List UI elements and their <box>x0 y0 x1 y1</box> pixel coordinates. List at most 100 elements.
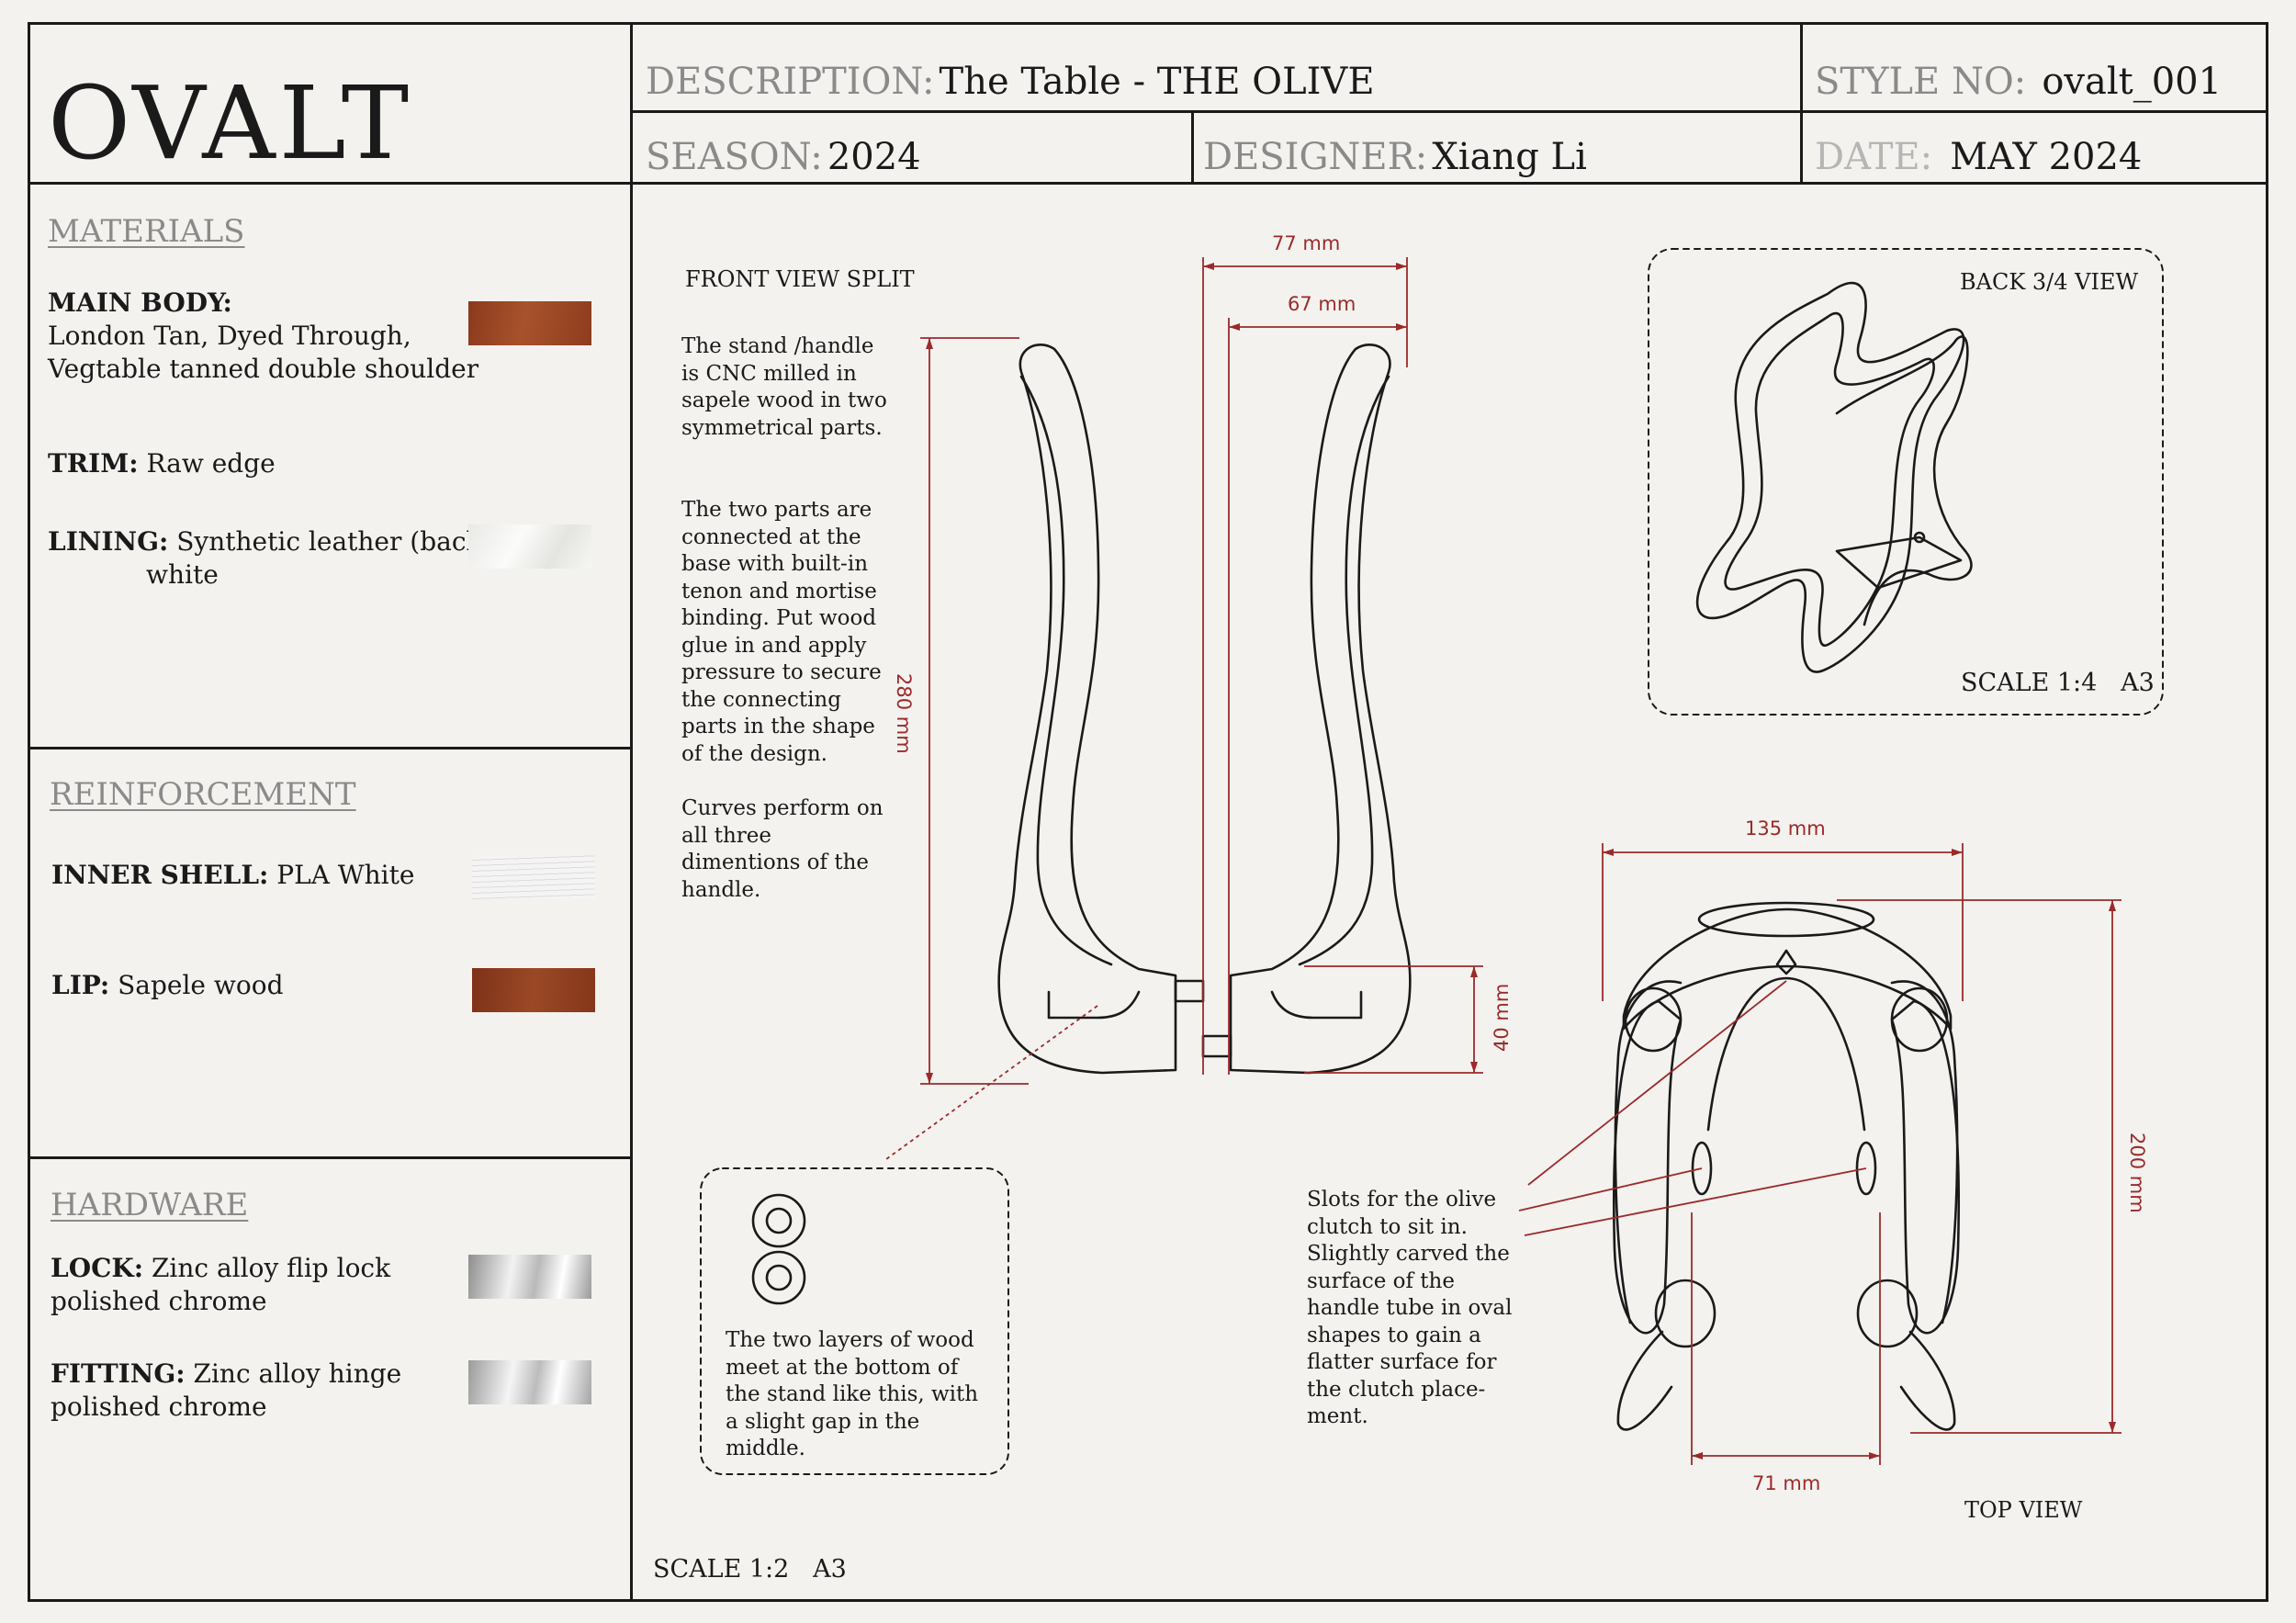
reinforcement-title: REINFORCEMENT <box>50 776 356 813</box>
inner-shell-swatch <box>472 855 595 899</box>
top-view-title: TOP VIEW <box>1964 1497 2083 1523</box>
dim-135-label: 135 mm <box>1745 817 1826 840</box>
dim-40-label: 40 mm <box>1491 984 1513 1052</box>
back-scale: SCALE 1:4 A3 <box>1961 669 2155 697</box>
dim-71-label: 71 mm <box>1752 1472 1820 1494</box>
inner-shell-value: PLA White <box>276 860 415 890</box>
description-field: DESCRIPTION: The Table - THE OLIVE <box>646 61 1375 103</box>
sidebar-divider <box>630 22 633 1602</box>
top-view-cap <box>1697 901 1875 938</box>
front-left-inner-edge <box>1019 375 1113 966</box>
detail-ring-inner-2 <box>765 1264 793 1291</box>
front-note-3: Curves perform on all three dimentions o… <box>681 796 884 902</box>
top-view-foot-left <box>1616 1330 1673 1431</box>
top-view-left-arm-outer <box>1614 980 1683 1324</box>
top-view-knob-right <box>1890 986 1949 1053</box>
header-divider <box>28 182 2268 185</box>
front-note-1: The stand /handle is CNC milled in sapel… <box>681 334 887 440</box>
detail-ring-inner-1 <box>765 1207 793 1234</box>
top-view-slot-left <box>1691 1141 1713 1196</box>
brand-logo: OVALT <box>48 64 413 182</box>
front-note-2: The two parts are connected at the base … <box>681 498 882 766</box>
designer-value: Xiang Li <box>1432 136 1587 178</box>
back-view-base <box>1835 535 1963 590</box>
main-body-label: MAIN BODY: <box>48 287 232 318</box>
back-view-loop-outer <box>1695 281 1965 673</box>
lock-label: LOCK: <box>51 1253 144 1283</box>
style-label: STYLE NO: <box>1815 61 2027 103</box>
front-right-inner-edge <box>1298 375 1390 966</box>
date-label: DATE: <box>1815 136 1933 178</box>
lining-spec: LINING: Synthetic leather (back) white <box>48 525 491 592</box>
main-body-spec: MAIN BODY: London Tan, Dyed Through, Veg… <box>48 287 478 386</box>
lip-swatch <box>472 968 595 1012</box>
lip-label: LIP: <box>51 970 110 1000</box>
front-left-base-tab <box>1047 990 1141 1020</box>
lining-value: Synthetic leather (back) <box>176 526 492 557</box>
top-view-note: Slots for the olive clutch to sit in. Sl… <box>1307 1188 1513 1428</box>
sidebar-divider-2 <box>28 1156 632 1159</box>
detail-ring-outer-1 <box>751 1193 806 1248</box>
top-view-slot-right <box>1855 1141 1877 1196</box>
slot-leader-1 <box>1527 980 1787 1186</box>
date-field: DATE: MAY 2024 <box>1815 136 2142 178</box>
slot-leader-2 <box>1518 1167 1703 1212</box>
header-col-divider <box>1800 22 1803 184</box>
materials-title: MATERIALS <box>48 213 245 250</box>
sheet-frame <box>28 22 2268 1602</box>
sidebar-divider-1 <box>28 747 632 750</box>
lining-swatch <box>468 524 591 569</box>
main-body-swatch <box>468 301 591 345</box>
dim-200-label: 200 mm <box>2126 1133 2148 1213</box>
back-view-box <box>1648 248 2164 716</box>
inner-shell-label: INNER SHELL: <box>51 860 269 890</box>
fitting-value-2: polished chrome <box>51 1392 267 1422</box>
front-right-base-tab <box>1270 990 1363 1020</box>
detail-box <box>700 1167 1009 1475</box>
style-field: STYLE NO: ovalt_001 <box>1815 61 2222 103</box>
top-view-knob-left <box>1624 986 1683 1053</box>
dim-77-label: 77 mm <box>1272 232 1340 254</box>
season-label: SEASON: <box>646 136 823 178</box>
date-value: MAY 2024 <box>1950 136 2143 178</box>
front-scale: SCALE 1:2 A3 <box>653 1555 847 1584</box>
dim-280-label: 280 mm <box>893 673 915 754</box>
front-left-tenon <box>1174 979 1205 1003</box>
trim-value: Raw edge <box>146 448 276 479</box>
main-body-line2: Vegtable tanned double shoulder <box>48 354 479 384</box>
description-label: DESCRIPTION: <box>646 61 935 103</box>
fitting-spec: FITTING: Zinc alloy hinge polished chrom… <box>51 1358 401 1424</box>
top-view-clasp <box>1775 949 1797 975</box>
top-view-knob-bottom-right <box>1856 1279 1919 1348</box>
dim-67-label: 67 mm <box>1288 293 1356 315</box>
detail-leader <box>885 1005 1098 1160</box>
season-field: SEASON: 2024 <box>646 136 921 178</box>
lip-spec: LIP: Sapele wood <box>51 969 284 1002</box>
fitting-label: FITTING: <box>51 1358 186 1389</box>
back-view-front-loop <box>1835 335 1973 626</box>
designer-field: DESIGNER: Xiang Li <box>1203 136 1587 178</box>
top-view-right-arm <box>1890 999 1960 1335</box>
style-value: ovalt_001 <box>2042 61 2223 103</box>
front-left-handle <box>997 344 1177 1075</box>
header-col-divider-2 <box>1191 110 1194 184</box>
trim-label: TRIM: <box>48 448 139 479</box>
back-view-loop-inner <box>1724 311 1935 648</box>
detail-note: The two layers of wood meet at the botto… <box>726 1328 979 1460</box>
top-view-right-arm-outer <box>1890 980 1959 1324</box>
front-view-title: FRONT VIEW SPLIT <box>685 266 915 292</box>
slot-leader-3 <box>1524 1167 1867 1236</box>
back-view-title: BACK 3/4 VIEW <box>1960 269 2139 295</box>
main-body-line1: London Tan, Dyed Through, <box>48 321 411 351</box>
lining-label: LINING: <box>48 526 169 557</box>
top-view-left-arm <box>1613 999 1683 1335</box>
designer-label: DESIGNER: <box>1203 136 1428 178</box>
header-mid-divider <box>632 110 2268 113</box>
lock-swatch <box>468 1255 591 1299</box>
inner-shell-spec: INNER SHELL: PLA White <box>51 859 414 892</box>
fitting-value: Zinc alloy hinge <box>193 1358 402 1389</box>
lock-spec: LOCK: Zinc alloy flip lock polished chro… <box>51 1252 390 1318</box>
description-value: The Table - THE OLIVE <box>939 61 1375 103</box>
top-view-foot-right <box>1899 1330 1956 1431</box>
